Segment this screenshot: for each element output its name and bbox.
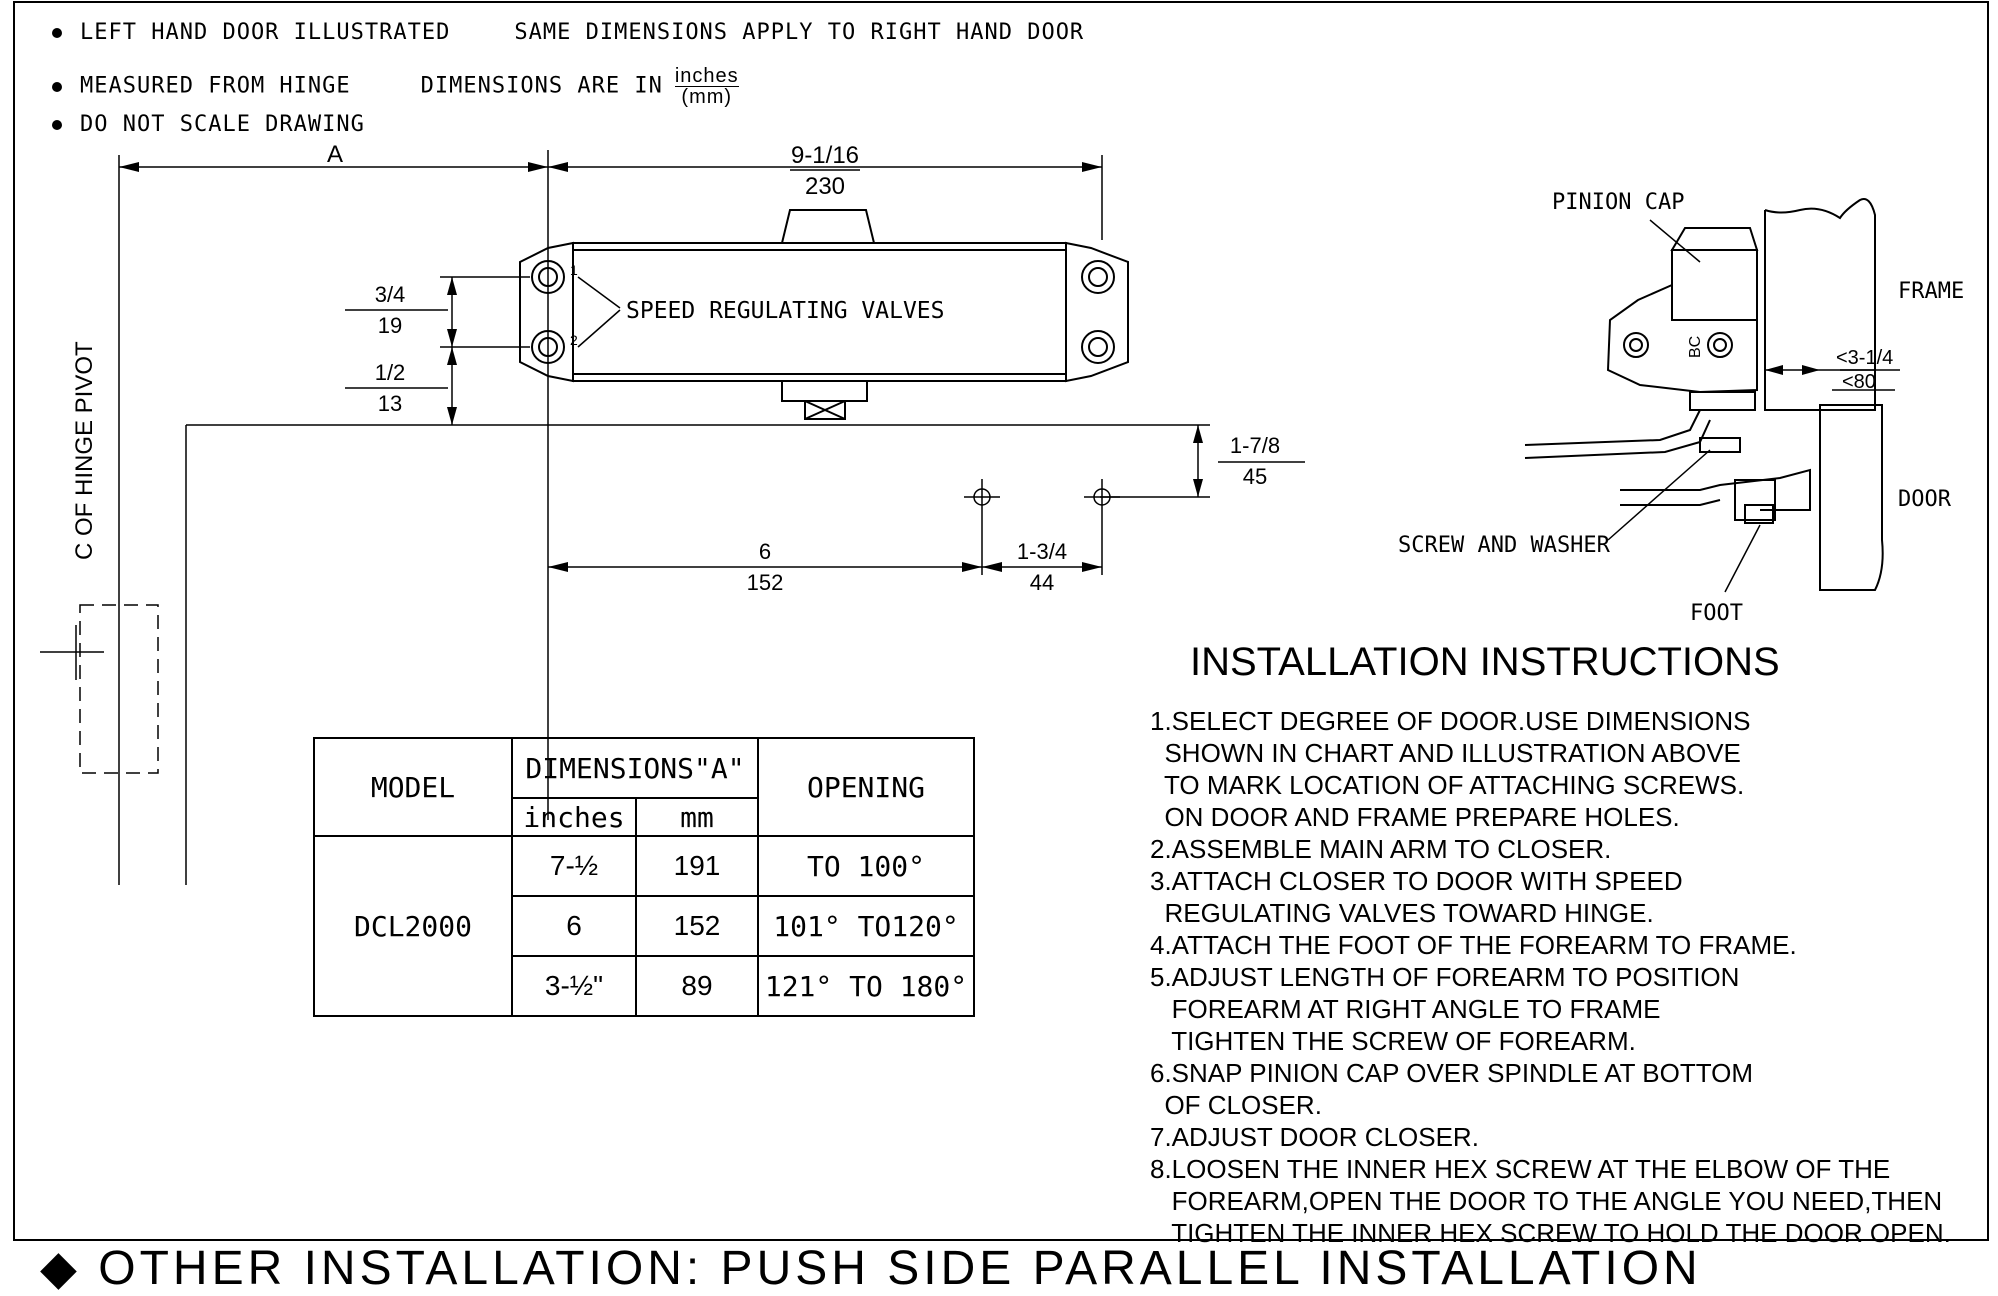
instruction-line: OF CLOSER. — [1150, 1090, 1322, 1120]
instruction-line: 4.ATTACH THE FOOT OF THE FOREARM TO FRAM… — [1150, 930, 1797, 960]
closer-body — [519, 209, 1129, 420]
gap-mm: <80 — [1842, 371, 1876, 393]
instruction-line: FOREARM,OPEN THE DOOR TO THE ANGLE YOU N… — [1150, 1186, 1943, 1216]
note-line-3: DO NOT SCALE DRAWING — [52, 112, 365, 137]
offset2-inches: 1/2 — [375, 360, 406, 385]
door-label: DOOR — [1898, 487, 1952, 512]
drop-inches: 1-7/8 — [1230, 433, 1280, 458]
subheader-inches: inches — [511, 797, 637, 837]
model-dimensions-table: MODEL DIMENSIONS"A" OPENING inches mm DC… — [313, 737, 975, 1017]
offset1-inches: 3/4 — [375, 282, 406, 307]
door-edge-lines — [40, 420, 440, 885]
instruction-line: 5.ADJUST LENGTH OF FOREARM TO POSITION — [1150, 962, 1740, 992]
speed-valves-label: SPEED REGULATING VALVES — [626, 298, 945, 324]
header-opening: OPENING — [757, 737, 975, 837]
installation-instructions: INSTALLATION INSTRUCTIONS 1.SELECT DEGRE… — [1150, 640, 1990, 1249]
instruction-line: 8.LOOSEN THE INNER HEX SCREW AT THE ELBO… — [1150, 1154, 1891, 1184]
note-text: MEASURED FROM HINGE — [80, 73, 351, 99]
instruction-line: TIGHTEN THE SCREW OF FOREARM. — [1150, 1026, 1636, 1056]
frame-label: FRAME — [1898, 279, 1964, 304]
top-dimension-arrows — [119, 162, 1102, 172]
header-dimensions: DIMENSIONS"A" — [511, 737, 759, 799]
note-line-1: LEFT HAND DOOR ILLUSTRATED SAME DIMENSION… — [52, 20, 1084, 45]
mm-cell: 152 — [635, 895, 759, 957]
screw-washer-label: SCREW AND WASHER — [1398, 533, 1611, 558]
hinge-pivot-label: C OF HINGE PIVOT — [71, 341, 98, 560]
hole2-inches: 1-3/4 — [1017, 539, 1067, 564]
inches-cell: 7-½ — [511, 835, 637, 897]
bc-label: BC — [1687, 336, 1704, 358]
instruction-line: 2.ASSEMBLE MAIN ARM TO CLOSER. — [1150, 834, 1612, 864]
instruction-line: 7.ADJUST DOOR CLOSER. — [1150, 1122, 1479, 1152]
mm-cell: 191 — [635, 835, 759, 897]
instruction-line: TO MARK LOCATION OF ATTACHING SCREWS. — [1150, 770, 1745, 800]
hole1-mm: 152 — [747, 570, 784, 595]
instruction-line: ON DOOR AND FRAME PREPARE HOLES. — [1150, 802, 1680, 832]
note-text: DO NOT SCALE DRAWING — [80, 112, 365, 137]
hole2-mm: 44 — [1030, 570, 1054, 595]
pinion-cap-label: PINION CAP — [1552, 190, 1684, 215]
offset2-mm: 13 — [378, 391, 402, 416]
svg-text:2: 2 — [570, 332, 578, 348]
table-row: 6 152 101° TO120° — [314, 895, 975, 957]
note-extra: DIMENSIONS ARE IN — [420, 73, 663, 99]
drop-mm: 45 — [1243, 464, 1267, 489]
sheet-border — [13, 1, 1989, 1241]
instruction-line: REGULATING VALVES TOWARD HINGE. — [1150, 898, 1654, 928]
note-text: LEFT HAND DOOR ILLUSTRATED — [80, 20, 451, 45]
dim-a-label: A — [327, 141, 343, 168]
dim-width-mm: 230 — [805, 173, 845, 200]
note-line-2: MEASURED FROM HINGE DIMENSIONS ARE IN inch… — [52, 66, 739, 107]
table-row: 3-½" 89 121° TO 180° — [314, 955, 975, 1017]
svg-text:1: 1 — [570, 262, 578, 278]
note-extra: SAME DIMENSIONS APPLY TO RIGHT HAND DOOR — [514, 20, 1085, 45]
instruction-line: TIGHTEN THE INNER HEX SCREW TO HOLD THE … — [1150, 1218, 1951, 1248]
model-cell: DCL2000 — [313, 835, 513, 1017]
unit-mm: (mm) — [681, 86, 733, 108]
unit-inches: inches — [674, 65, 739, 87]
instruction-line: FOREARM AT RIGHT ANGLE TO FRAME — [1150, 994, 1661, 1024]
instruction-line: SHOWN IN CHART AND ILLUSTRATION ABOVE — [1150, 738, 1741, 768]
inches-cell: 3-½" — [511, 955, 637, 1017]
mm-cell: 89 — [635, 955, 759, 1017]
valve-screws — [531, 260, 1115, 364]
technical-drawing: A 9-1/16 230 1 2 SPEED REGULATING VALVES — [13, 1, 1989, 1241]
footer-other-installation: ◆ OTHER INSTALLATION: PUSH SIDE PARALLEL… — [40, 1242, 1702, 1295]
hole1-inches: 6 — [759, 539, 771, 564]
instruction-line: 1.SELECT DEGREE OF DOOR.USE DIMENSIONS — [1150, 706, 1751, 736]
subheader-mm: mm — [635, 797, 759, 837]
offset1-mm: 19 — [378, 313, 402, 338]
header-model: MODEL — [313, 737, 513, 837]
instructions-title: INSTALLATION INSTRUCTIONS — [1190, 640, 1780, 684]
instruction-line: 6.SNAP PINION CAP OVER SPINDLE AT BOTTOM — [1150, 1058, 1753, 1088]
opening-cell: 101° TO120° — [757, 895, 975, 957]
inches-cell: 6 — [511, 895, 637, 957]
instruction-line: 3.ATTACH CLOSER TO DOOR WITH SPEED — [1150, 866, 1683, 896]
dim-width-inches: 9-1/16 — [791, 142, 859, 169]
gap-inches: <3-1/4 — [1836, 347, 1893, 369]
side-view — [1524, 198, 1884, 591]
table-row: DCL2000 7-½ 191 TO 100° — [313, 835, 975, 1017]
opening-cell: TO 100° — [757, 835, 975, 897]
opening-cell: 121° TO 180° — [757, 955, 975, 1017]
foot-label: FOOT — [1690, 601, 1743, 626]
